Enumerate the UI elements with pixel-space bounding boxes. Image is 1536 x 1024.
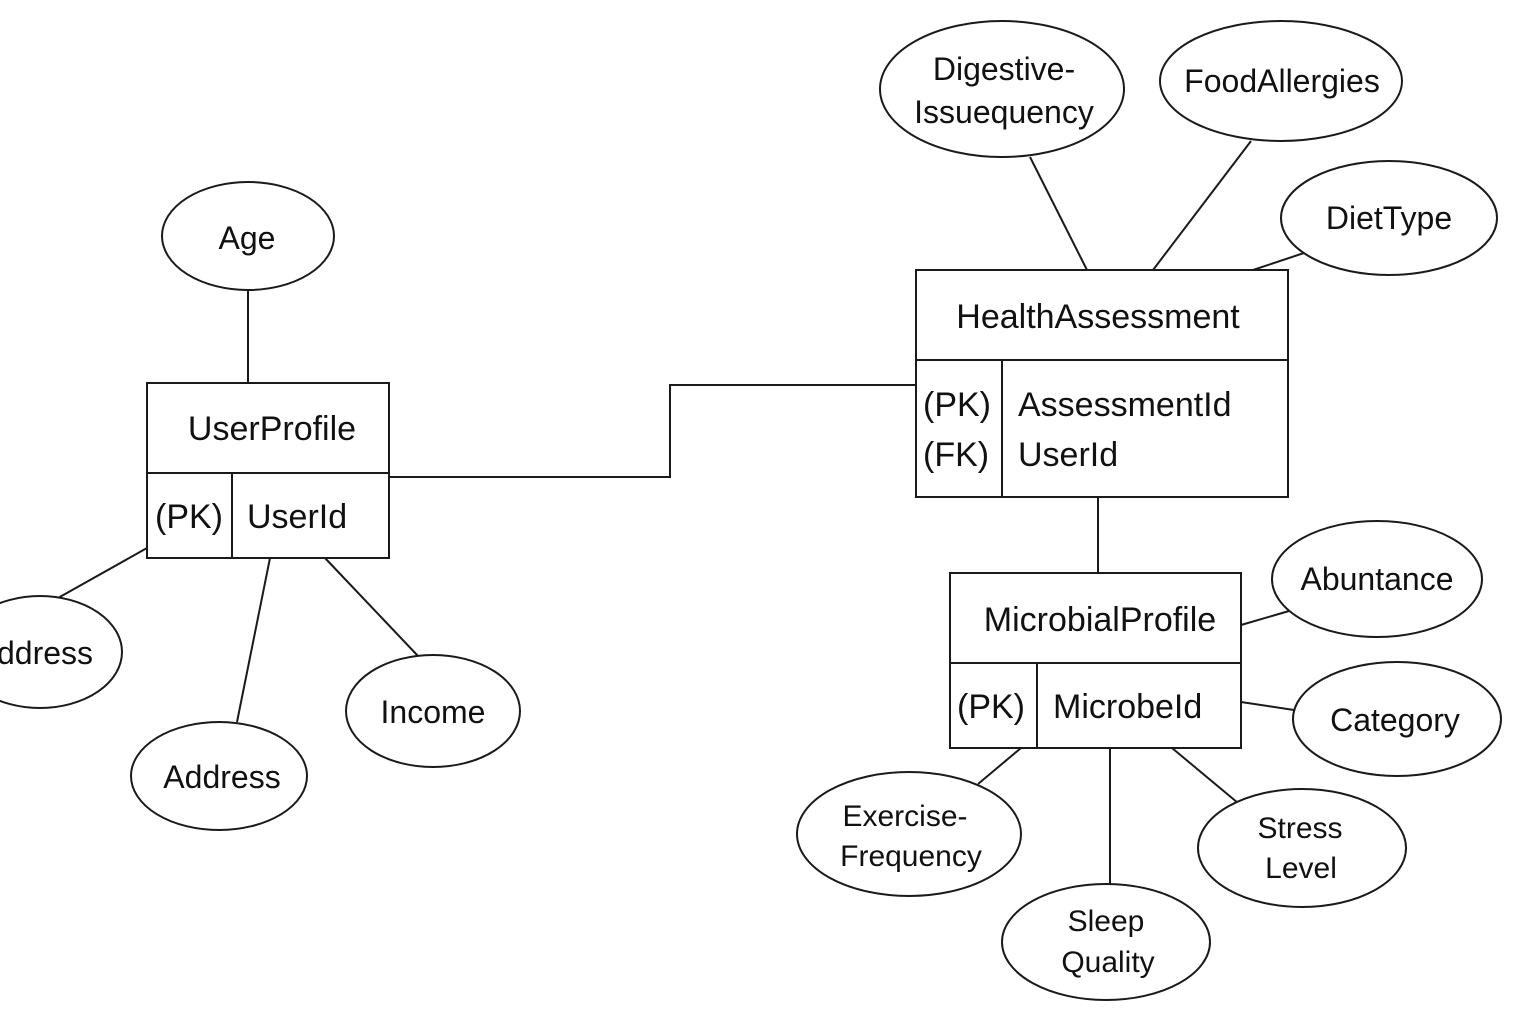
attribute-label-line1: Sleep	[1068, 905, 1145, 938]
attribute-label: Income	[381, 694, 486, 730]
field-name: UserId	[247, 498, 347, 536]
attribute-label: DietType	[1326, 200, 1452, 236]
attribute-address-partial[interactable]: ddress	[0, 595, 123, 709]
entity-title: HealthAssessment	[956, 298, 1240, 336]
attribute-label: ddress	[0, 635, 93, 671]
connector-digestive	[1029, 156, 1088, 271]
attribute-exercise-frequency[interactable]: Exercise- Frequency	[796, 771, 1022, 897]
attribute-category[interactable]: Category	[1292, 661, 1502, 777]
entity-box	[949, 572, 1242, 749]
entity-title: MicrobialProfile	[984, 601, 1216, 639]
entity-title: UserProfile	[188, 410, 356, 448]
attribute-label-line2: Frequency	[840, 840, 982, 873]
connector-stress	[1171, 747, 1239, 804]
key-marker: (PK)	[957, 688, 1025, 726]
entity-user-profile[interactable]: UserProfile (PK) UserId	[146, 382, 390, 559]
attribute-sleep-quality[interactable]: Sleep Quality	[1001, 883, 1211, 1001]
relationship-user-assessment	[389, 384, 916, 478]
attribute-income[interactable]: Income	[345, 654, 521, 768]
attribute-label: Age	[219, 220, 276, 256]
connector-exercise	[977, 747, 1022, 785]
attribute-label: FoodAllergies	[1184, 63, 1380, 99]
entity-box	[915, 269, 1289, 498]
attribute-abundance[interactable]: Abuntance	[1271, 520, 1483, 638]
attribute-address[interactable]: Address	[130, 721, 308, 831]
attribute-label: Abuntance	[1300, 561, 1453, 597]
attribute-label-line1: Stress	[1257, 812, 1342, 845]
field-name: UserId	[1018, 436, 1118, 474]
key-marker: (PK)	[923, 386, 991, 424]
connector-abundance	[1240, 610, 1290, 626]
attribute-age[interactable]: Age	[161, 181, 335, 291]
attribute-label-line1: Exercise-	[842, 800, 967, 833]
attribute-label: Category	[1330, 702, 1460, 738]
key-marker: (PK)	[155, 498, 223, 536]
attribute-diet-type[interactable]: DietType	[1280, 160, 1498, 276]
connector-category	[1240, 701, 1295, 711]
connector-address-left	[57, 547, 148, 599]
attribute-label-line1: Digestive-	[933, 51, 1075, 87]
connector-address	[236, 557, 271, 723]
entity-health-assessment[interactable]: HealthAssessment (PK) AssessmentId (FK) …	[915, 269, 1289, 498]
entity-microbial-profile[interactable]: MicrobialProfile (PK) MicrobeId	[949, 572, 1242, 749]
attribute-label-line2: Quality	[1061, 946, 1154, 979]
entity-box	[146, 382, 390, 559]
key-marker: (FK)	[923, 436, 989, 474]
field-name: AssessmentId	[1018, 386, 1232, 424]
field-name: MicrobeId	[1053, 688, 1202, 726]
attribute-food-allergies[interactable]: FoodAllergies	[1159, 20, 1403, 142]
connectors	[57, 140, 1305, 884]
attribute-label: Address	[163, 759, 280, 795]
attribute-stress-level[interactable]: Stress Level	[1197, 788, 1407, 908]
attribute-label-line2: Issuequency	[914, 94, 1094, 130]
connector-diet-type	[1252, 252, 1305, 271]
connector-income	[324, 557, 419, 657]
attribute-label-line2: Level	[1265, 852, 1337, 885]
attribute-digestive-issue-frequency[interactable]: Digestive- Issuequency	[879, 20, 1125, 158]
connector-food-allergies	[1152, 140, 1252, 271]
